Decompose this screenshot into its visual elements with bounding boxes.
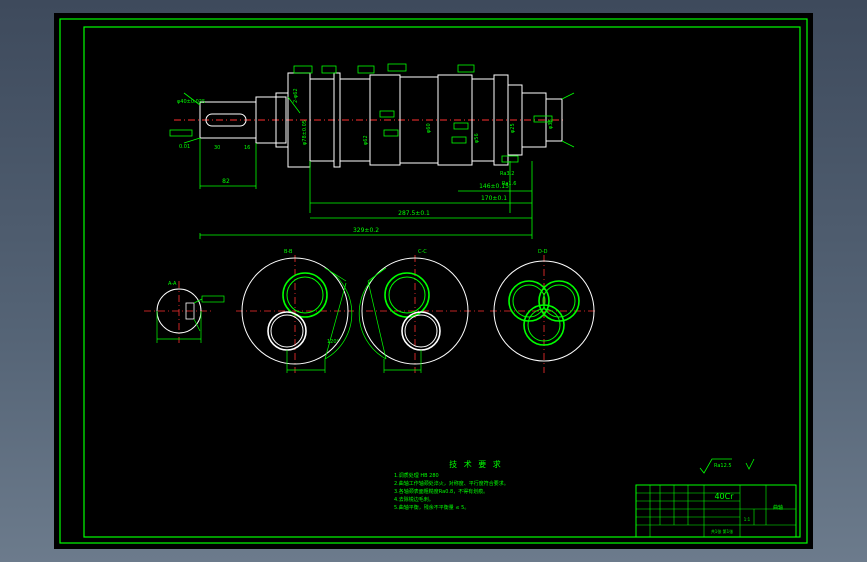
svg-text:φ38: φ38 bbox=[548, 119, 554, 129]
angle-label: 120° bbox=[327, 339, 340, 345]
dim-d5: 146±0.15 bbox=[479, 183, 509, 190]
svg-text:φ78±0.05: φ78±0.05 bbox=[302, 120, 308, 145]
section-a-a-label: A-A bbox=[168, 281, 177, 287]
section-c-c-label: C-C bbox=[418, 249, 427, 255]
section-b-b-label: B-B bbox=[284, 249, 293, 255]
svg-text:φ62: φ62 bbox=[363, 135, 369, 145]
svg-text:φ40±0.025: φ40±0.025 bbox=[177, 99, 205, 105]
scale-label: 1:1 bbox=[744, 517, 751, 522]
section-a-a: A-A bbox=[144, 281, 225, 343]
roughness-symbol: Ra12.5 bbox=[699, 458, 755, 474]
dim-d6: 16 bbox=[244, 145, 250, 151]
roughness-label: Ra12.5 bbox=[714, 463, 732, 469]
sheet-label: 共1张 第1张 bbox=[711, 528, 733, 534]
svg-text:Ra1.6: Ra1.6 bbox=[502, 181, 516, 187]
dim-d1: 82 bbox=[222, 178, 230, 185]
section-d-d: D-D bbox=[490, 249, 596, 373]
svg-text:Ra3.2: Ra3.2 bbox=[500, 171, 514, 177]
material-label: 40Cr bbox=[714, 492, 734, 501]
section-d-d-label: D-D bbox=[538, 249, 548, 255]
section-c-c: C-C bbox=[358, 249, 484, 373]
inner-border bbox=[83, 26, 801, 538]
crankshaft-drawing: φ40±0.025 0.01 2-φ62 φ78±0.05 φ62 φ60 φ5… bbox=[59, 18, 808, 544]
notes-line-1: 1.调质处理 HB 280 bbox=[394, 472, 439, 479]
svg-text:2-φ62: 2-φ62 bbox=[293, 88, 299, 103]
svg-text:φ60: φ60 bbox=[426, 123, 432, 133]
title-block-frame bbox=[635, 484, 797, 538]
technical-notes: 技 术 要 求 1.调质处理 HB 280 2.曲轴工作轴颈处淬火，对称度、平行… bbox=[394, 459, 509, 511]
title-block: 40Cr 曲轴 1:1 共1张 第1张 bbox=[635, 484, 797, 538]
dim-d2: 170±0.1 bbox=[481, 195, 507, 202]
part-name: 曲轴 bbox=[773, 504, 783, 511]
notes-line-5: 5.曲轴平衡，残余不平衡量 ≤ 5。 bbox=[394, 504, 469, 511]
svg-text:φ25: φ25 bbox=[510, 123, 516, 133]
keyway bbox=[205, 113, 247, 127]
notes-line-4: 4.去除锐边毛刺。 bbox=[394, 496, 434, 503]
notes-title: 技 术 要 求 bbox=[449, 459, 503, 469]
section-b-b: B-B 120° bbox=[236, 249, 354, 373]
shaft-main-view: φ40±0.025 0.01 2-φ62 φ78±0.05 φ62 φ60 φ5… bbox=[169, 63, 575, 239]
dim-d4: 329±0.2 bbox=[353, 227, 379, 234]
notes-line-2: 2.曲轴工作轴颈处淬火，对称度、平行度符合要求。 bbox=[394, 480, 509, 487]
shaft-right-end bbox=[545, 98, 563, 142]
shaft-step-1 bbox=[255, 96, 287, 144]
svg-text:0.01: 0.01 bbox=[179, 144, 190, 150]
svg-text:φ56: φ56 bbox=[474, 133, 480, 143]
dim-d3: 287.5±0.1 bbox=[398, 210, 430, 217]
dim-d7: 30 bbox=[214, 145, 220, 151]
notes-line-3: 3.各轴颈表面粗糙度Ra0.8，不得有划痕。 bbox=[394, 488, 488, 495]
cad-drawing-viewport[interactable]: φ40±0.025 0.01 2-φ62 φ78±0.05 φ62 φ60 φ5… bbox=[54, 13, 813, 549]
outer-border bbox=[59, 18, 808, 544]
